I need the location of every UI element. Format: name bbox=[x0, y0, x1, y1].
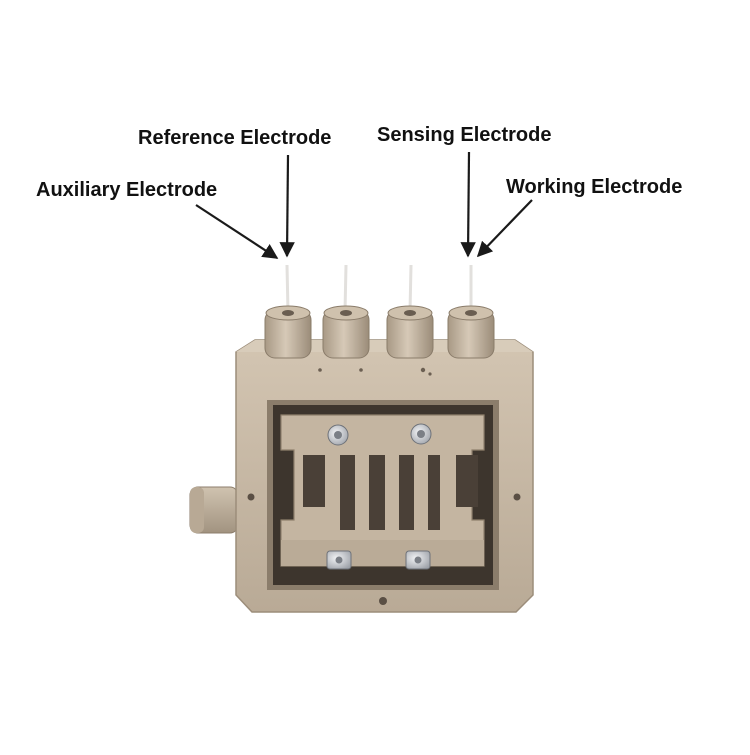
sample-window bbox=[267, 400, 499, 590]
mount-hole-bottom bbox=[379, 597, 387, 605]
label-sensing-electrode: Sensing Electrode bbox=[377, 124, 552, 146]
mount-hole-left bbox=[247, 493, 255, 501]
arrow-working bbox=[476, 199, 533, 258]
screw-top-left bbox=[327, 424, 349, 446]
electrode-auxiliary bbox=[264, 264, 312, 359]
mount-hole-right bbox=[513, 493, 521, 501]
arrow-auxiliary bbox=[195, 204, 279, 259]
electrode-working bbox=[447, 265, 495, 359]
label-auxiliary-electrode: Auxiliary Electrode bbox=[36, 179, 218, 201]
side-knob bbox=[189, 486, 239, 534]
arrow-reference bbox=[279, 154, 295, 258]
arrow-sensing bbox=[460, 151, 476, 258]
screw-top-right bbox=[410, 423, 432, 445]
electrode-sensing bbox=[386, 264, 434, 359]
screw-bottom-left bbox=[326, 550, 352, 570]
label-working-electrode: Working Electrode bbox=[506, 176, 683, 198]
label-reference-electrode: Reference Electrode bbox=[138, 127, 332, 149]
electrode-reference bbox=[322, 264, 370, 359]
screw-bottom-right bbox=[405, 550, 431, 570]
